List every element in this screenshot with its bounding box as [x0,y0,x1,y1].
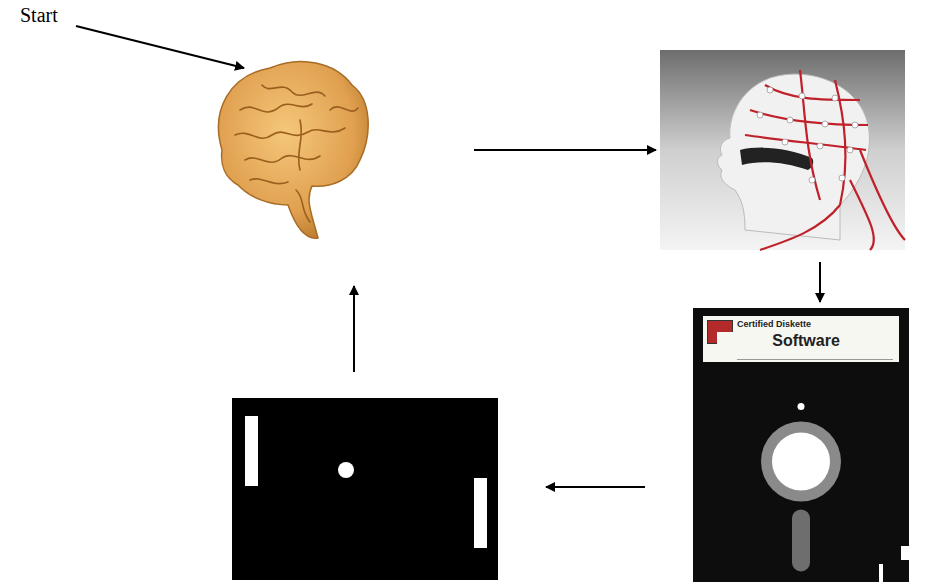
diskette-brand-text: Certified Diskette [737,319,895,329]
flow-arrow [353,286,355,372]
write-notch [901,546,909,560]
diskette-hub [772,432,830,490]
diskette-title: Software [717,332,895,350]
diskette-node: Certified DisketteSoftware [693,308,909,582]
flow-arrow [474,149,656,151]
index-hole [798,403,805,410]
diskette-hub-ring [761,421,841,501]
brain-picture [219,62,369,239]
read-slot [792,509,810,571]
start-label: Start [20,4,58,27]
flow-arrow [546,486,645,488]
flow-arrow [819,262,821,302]
corner-mark [879,564,883,582]
eeg-cap-picture [660,50,905,250]
diskette-label: Certified DisketteSoftware [703,316,899,362]
pong-screen-picture [232,398,498,580]
start-arrow [76,26,244,68]
